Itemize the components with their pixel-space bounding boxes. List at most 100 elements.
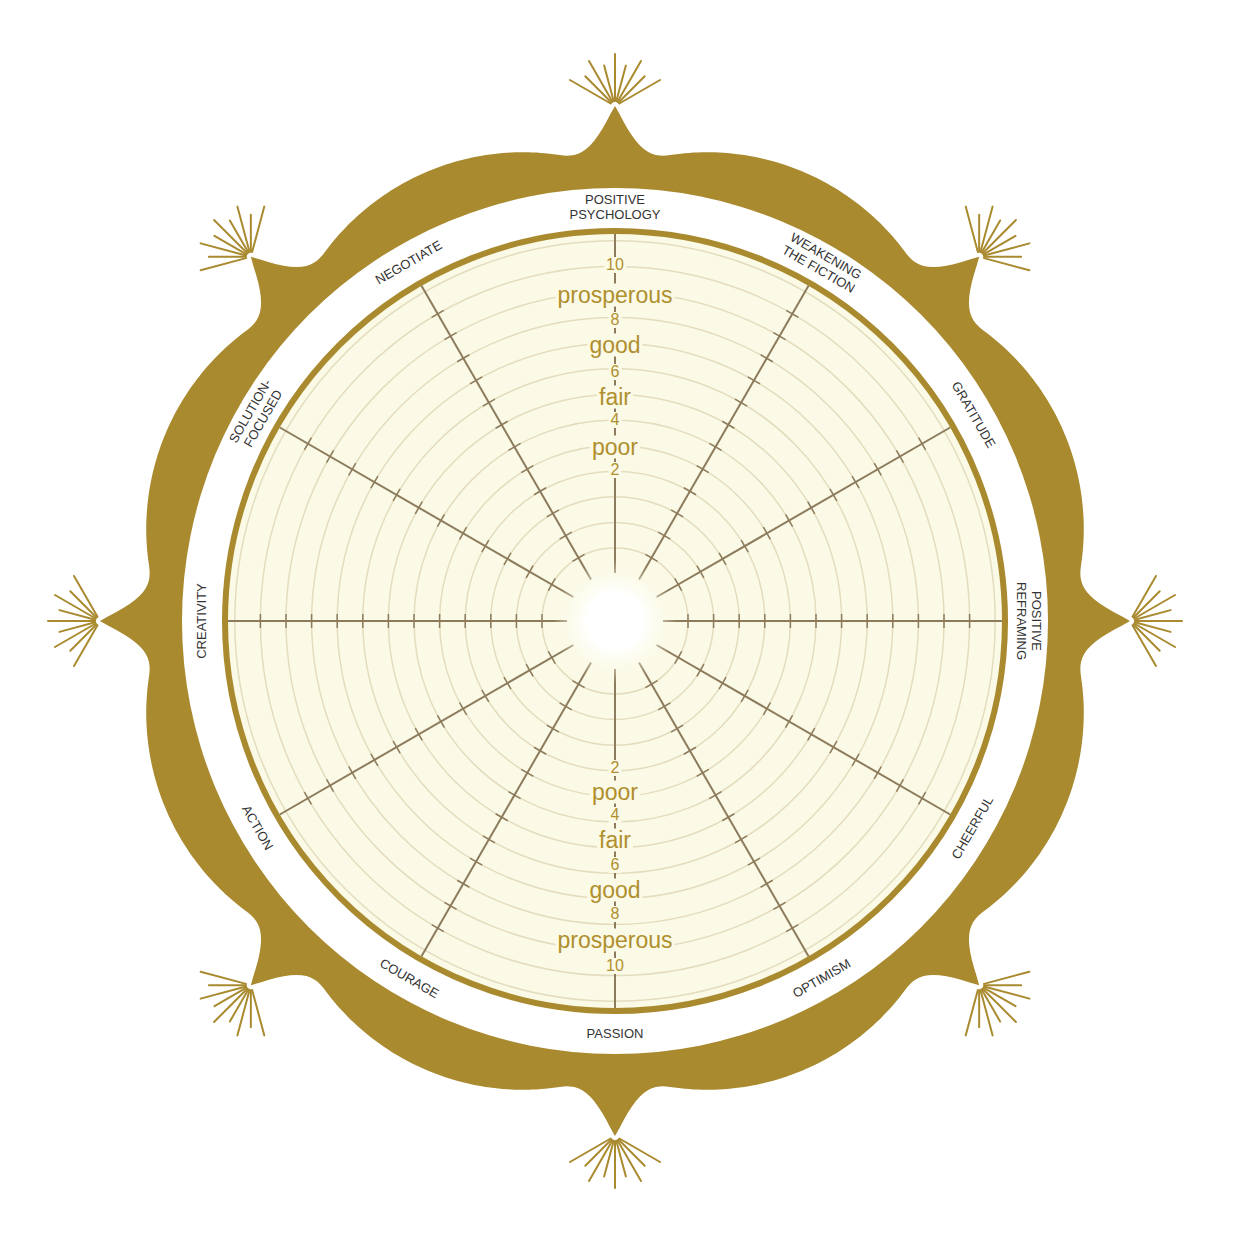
tick-mark: [444, 902, 456, 909]
tick-mark: [572, 554, 584, 561]
spike-ray: [585, 1140, 611, 1166]
tick-mark: [687, 614, 689, 628]
tick-mark: [866, 614, 868, 628]
tick-mark: [336, 614, 338, 628]
tick-mark: [722, 421, 734, 428]
tick-mark: [496, 814, 508, 821]
tick-mark: [684, 488, 696, 495]
tick-mark: [790, 614, 792, 628]
ring-label: GRATITUDE: [941, 368, 1004, 462]
spike-ray: [619, 1139, 660, 1163]
tick-mark: [460, 703, 467, 715]
tick-mark: [371, 476, 378, 488]
tick-mark: [439, 614, 441, 628]
spike-ray: [619, 80, 660, 104]
tick-mark: [697, 466, 709, 473]
grid-ring: [542, 548, 688, 694]
tick-mark: [919, 792, 926, 804]
spike-ray: [230, 989, 249, 1021]
scale-word: poor: [590, 436, 640, 459]
tick-mark: [874, 463, 881, 475]
spike-ray: [589, 1140, 613, 1181]
spoke-line: [422, 286, 592, 580]
tick-mark: [697, 664, 704, 676]
spoke-line: [639, 286, 809, 580]
spike-ray: [252, 207, 264, 252]
spike-ray: [1135, 610, 1171, 620]
tick-mark: [534, 488, 546, 495]
spoke-line: [422, 663, 592, 957]
tick-mark: [534, 747, 546, 754]
tick-mark: [808, 502, 815, 514]
spike-ray: [978, 990, 980, 1027]
tick-mark: [645, 681, 657, 688]
tick-mark: [763, 703, 770, 715]
tick-mark: [830, 489, 837, 501]
spike-ray: [982, 220, 1001, 252]
tick-mark: [457, 880, 469, 887]
spike-ray: [1134, 625, 1160, 651]
spike-ray: [966, 990, 978, 1035]
tick-mark: [786, 514, 793, 526]
spike-ray: [59, 622, 95, 632]
spike-ray: [1134, 624, 1175, 648]
tick-mark: [748, 377, 760, 384]
spike-ray: [614, 54, 616, 101]
tick-mark: [722, 814, 734, 821]
tick-mark: [761, 355, 773, 362]
spike-ray: [616, 1141, 626, 1177]
tick-mark: [918, 614, 920, 628]
spoke-line: [657, 428, 951, 598]
spike-ray: [209, 984, 246, 986]
spike-ray: [618, 61, 642, 102]
spike-ray: [209, 256, 246, 258]
tick-mark: [548, 578, 555, 590]
tick-mark: [526, 664, 533, 676]
tick-mark: [521, 466, 533, 473]
tick-mark: [415, 502, 422, 514]
tick-mark: [786, 925, 798, 932]
ring-label: ACTION: [226, 781, 289, 875]
spike-ray: [74, 625, 98, 666]
tick-mark: [741, 690, 748, 702]
tick-mark: [483, 836, 495, 843]
tick-mark: [349, 463, 356, 475]
ring-label: NEGOTIATE: [362, 232, 456, 295]
tick-mark: [327, 779, 334, 791]
scale-number: 6: [609, 364, 622, 380]
tick-mark: [786, 715, 793, 727]
spike-ray: [70, 591, 96, 617]
tick-mark: [415, 728, 422, 740]
tick-mark: [260, 614, 262, 628]
spike-ray: [983, 988, 1015, 1007]
spike-ray: [604, 65, 614, 101]
tick-mark: [645, 554, 657, 561]
tick-mark: [547, 510, 559, 517]
scale-word: poor: [590, 781, 640, 804]
scale-number: 4: [609, 412, 622, 428]
spike-ray: [619, 76, 645, 102]
spike-ray: [614, 1141, 616, 1188]
scale-number: 8: [609, 312, 622, 328]
tick-mark: [457, 355, 469, 362]
ring-label: SOLUTION-FOCUSED: [220, 364, 295, 465]
spike-ray: [980, 990, 992, 1035]
tick-mark: [808, 728, 815, 740]
tick-mark: [413, 614, 415, 628]
tick-mark: [432, 925, 444, 932]
tick-mark: [773, 333, 785, 340]
ring-label: POSITIVE PSYCHOLOGY: [565, 193, 665, 222]
tick-mark: [483, 399, 495, 406]
ring-label: COURAGE: [362, 947, 456, 1010]
tick-mark: [773, 902, 785, 909]
tick-mark: [560, 703, 572, 710]
ring-label: CHEERFUL: [941, 781, 1004, 875]
tick-mark: [713, 614, 715, 628]
tick-mark: [508, 792, 520, 799]
tick-mark: [470, 858, 482, 865]
spoke-line: [280, 428, 574, 598]
tick-mark: [709, 792, 721, 799]
tick-mark: [815, 614, 817, 628]
